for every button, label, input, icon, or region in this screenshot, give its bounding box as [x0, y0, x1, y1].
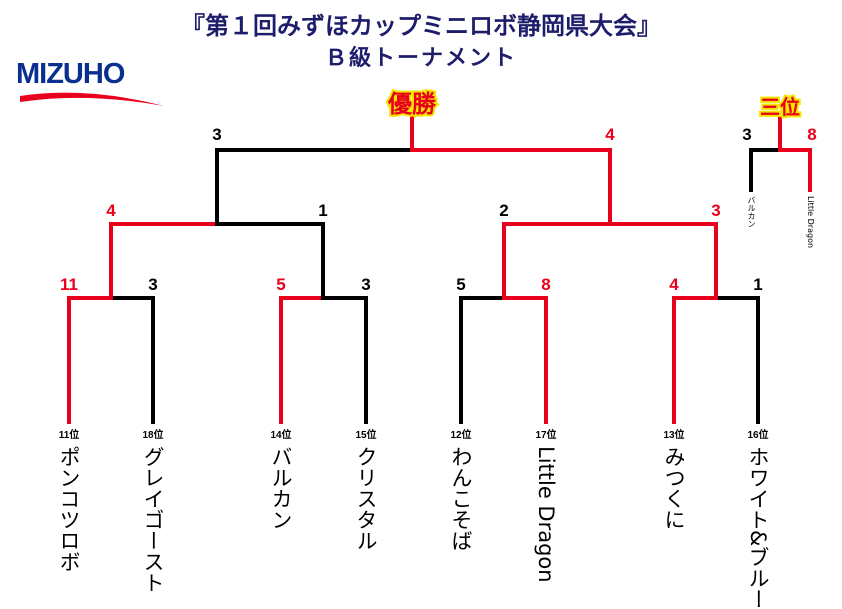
bracket-line — [215, 222, 325, 300]
third-place-score: 8 — [807, 125, 816, 144]
third-place-team-name: バルカン — [747, 196, 756, 228]
bracket-line — [215, 148, 414, 226]
round1-score: 3 — [148, 275, 157, 294]
logo-text: MIZUHO — [16, 58, 125, 90]
bracket-line — [502, 222, 612, 300]
team-rank: 16位 — [747, 428, 768, 441]
team-rank: 11位 — [59, 428, 80, 441]
bracket-line — [279, 296, 325, 424]
team-name: グレイゴースト — [141, 446, 165, 593]
round1-score: 8 — [541, 275, 550, 294]
third-place-team-name: Little Dragon — [806, 196, 815, 249]
bracket-line — [502, 296, 548, 424]
bracket-line — [608, 222, 718, 300]
team-rank: 15位 — [355, 428, 376, 441]
round1-score: 3 — [361, 275, 370, 294]
bracket-line — [778, 148, 812, 192]
round1-score: 5 — [276, 275, 285, 294]
team-rank: 12位 — [450, 428, 471, 441]
bracket-line — [749, 148, 782, 192]
team-rank: 17位 — [535, 428, 556, 441]
bracket-line — [321, 296, 368, 424]
team-name: バルカン — [269, 446, 293, 530]
team-name: クリスタル — [354, 446, 378, 551]
bracket-line — [67, 296, 113, 424]
tournament-bracket: 優勝 三位 3 4 4 1 2 3 11 3 5 3 5 8 4 1 3 8 1… — [59, 87, 817, 441]
team-name: ポンコツロボ — [57, 446, 81, 572]
logo-swoosh — [20, 92, 164, 106]
round1-score: 1 — [753, 275, 762, 294]
team-name: わんこそば — [449, 446, 473, 551]
bracket-line — [672, 296, 718, 424]
round1-score: 4 — [669, 275, 679, 294]
round1-score: 11 — [60, 275, 78, 294]
team-rank: 14位 — [270, 428, 291, 441]
final-score: 4 — [605, 125, 615, 144]
mizuho-logo: MIZUHO — [16, 58, 166, 110]
champion-label: 優勝 — [387, 89, 437, 118]
final-score: 3 — [212, 125, 221, 144]
semi-score: 4 — [106, 201, 116, 220]
semi-score: 2 — [499, 201, 508, 220]
semi-score: 3 — [711, 201, 720, 220]
bracket-line — [410, 148, 612, 226]
team-name: みつくに — [662, 446, 686, 530]
team-name: ホワイト&ブルー — [746, 446, 770, 609]
round1-score: 5 — [456, 275, 465, 294]
tournament-title: 『第１回みずほカップミニロボ静岡県大会』 — [181, 11, 661, 40]
bracket-line — [109, 296, 155, 424]
bracket-line — [109, 222, 219, 300]
bracket-line — [459, 296, 506, 424]
third-place-label: 三位 — [760, 95, 800, 119]
team-rank: 13位 — [663, 428, 684, 441]
team-rank: 18位 — [142, 428, 163, 441]
tournament-subtitle: Ｂ級トーナメント — [324, 45, 517, 71]
bracket-line — [714, 296, 760, 424]
team-name: Little Dragon — [534, 446, 558, 583]
third-place-score: 3 — [742, 125, 751, 144]
semi-score: 1 — [318, 201, 327, 220]
